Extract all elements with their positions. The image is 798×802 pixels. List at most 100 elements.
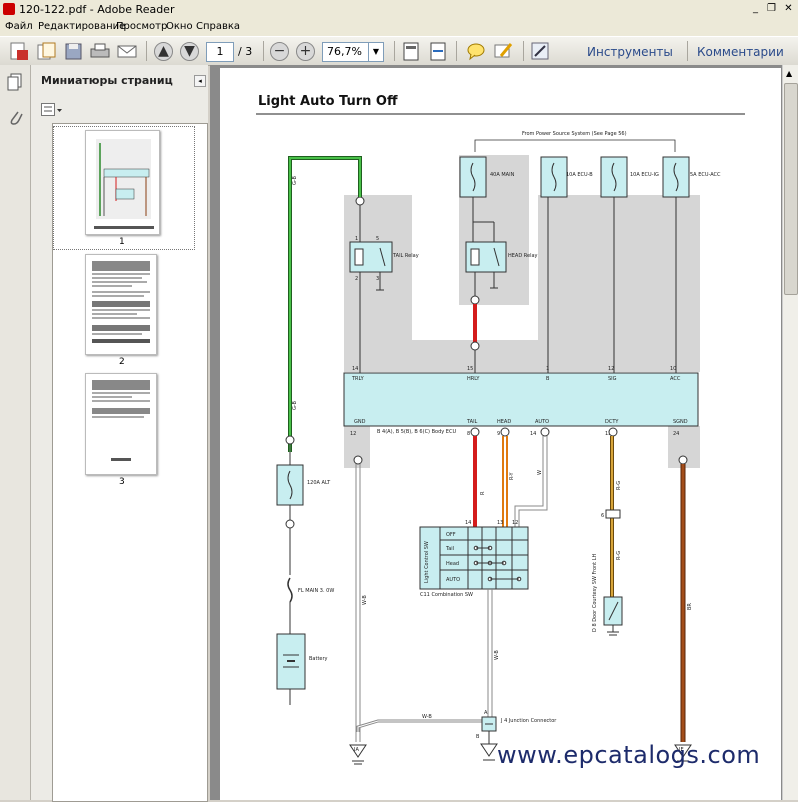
thumbnail-preview xyxy=(92,380,150,461)
thumbnail-page-3[interactable] xyxy=(85,373,157,475)
connector-pin xyxy=(470,427,480,437)
fuse-label: 5A ECU-ACC xyxy=(690,172,721,178)
page-number-input[interactable]: 1 xyxy=(206,42,234,62)
ecu-terminal: B xyxy=(546,376,550,382)
wire-label: G-B xyxy=(292,175,298,185)
thumbnail-page-1[interactable] xyxy=(85,130,160,235)
relay-block-shading xyxy=(344,195,700,372)
ground-symbol xyxy=(674,744,692,758)
menu-edit[interactable]: Редактирование xyxy=(38,21,126,32)
ecu-pin: 8 xyxy=(467,431,470,437)
wire-green xyxy=(289,157,361,452)
zoom-in-button[interactable]: + xyxy=(296,42,315,61)
close-button[interactable]: ✕ xyxy=(784,3,793,14)
minimize-button[interactable]: _ xyxy=(753,3,758,14)
switch-pins: 14 13 12 xyxy=(465,520,518,526)
menu-help[interactable]: Справка xyxy=(196,21,241,32)
page-total-label: / 3 xyxy=(238,45,253,58)
schematic-title: Light Auto Turn Off xyxy=(258,94,398,109)
thumbnail-options-icon[interactable] xyxy=(41,103,63,117)
thumbnail-selection xyxy=(53,126,195,250)
ecu-terminal: AUTO xyxy=(535,419,549,425)
tools-pane-button[interactable]: Инструменты xyxy=(587,45,673,59)
fuse-label: 10A ECU-IG xyxy=(630,172,659,178)
connector-pin xyxy=(285,519,295,529)
wire-label: W xyxy=(537,470,543,475)
wire-label: R-Y xyxy=(509,472,515,480)
ground-label: IE xyxy=(679,747,684,753)
ecu-pin: 15 xyxy=(467,366,473,372)
thumbnail-preview xyxy=(92,261,150,343)
toolbar-separator xyxy=(456,41,457,61)
wire-wb-junction xyxy=(357,720,482,732)
thumbnail-preview xyxy=(94,139,154,229)
adobe-reader-icon xyxy=(3,3,15,15)
battery-label: Battery xyxy=(309,656,328,662)
tail-relay: TAIL Relay 1 5 2 3 xyxy=(349,205,419,373)
pin-label: 1 xyxy=(355,236,358,242)
menu-view[interactable]: Просмотр xyxy=(116,21,168,32)
comment-bubble-icon[interactable] xyxy=(465,41,487,61)
ecu-pin: 12 xyxy=(350,431,356,437)
pin-label: 3 xyxy=(376,276,379,282)
ecu-pin: 14 xyxy=(530,431,536,437)
page-thumbnails-icon[interactable] xyxy=(7,73,25,91)
switch-row: Head xyxy=(446,561,459,567)
zoom-out-button[interactable]: − xyxy=(270,42,289,61)
switch-pin: 12 xyxy=(512,520,518,526)
create-pdf-icon[interactable] xyxy=(8,41,30,61)
ground-symbol xyxy=(349,744,367,758)
wire-auto xyxy=(514,436,544,527)
menu-window[interactable]: Окно xyxy=(166,21,193,32)
source-note: From Power Source System (See Page 56) xyxy=(522,131,627,137)
zoom-select[interactable]: 76,7% ▼ xyxy=(322,42,384,62)
fuse-symbol xyxy=(287,470,293,500)
connector-pin xyxy=(353,455,363,465)
ecu-top-terminals: TRLY HRLY B SIG ACC 14 15 1 12 10 xyxy=(351,366,681,382)
ecu-terminal: SGND xyxy=(673,419,688,425)
junction-pin: B xyxy=(476,734,480,740)
navigation-strip xyxy=(0,65,31,800)
save-icon[interactable] xyxy=(63,41,85,61)
switch-rows: OFF Tail Head AUTO xyxy=(445,532,460,583)
ecu-terminal: HEAD xyxy=(497,419,511,425)
ecu-bottom-terminals: GND TAIL HEAD AUTO DCTY SGND 12 8 9 14 1… xyxy=(350,419,688,437)
previous-page-button[interactable]: ▲ xyxy=(154,42,173,61)
scroll-up-icon[interactable]: ▲ xyxy=(786,69,793,78)
connector-pin xyxy=(470,341,480,351)
highlight-pen-icon[interactable] xyxy=(492,41,514,61)
fuse-label: 40A MAIN xyxy=(490,172,515,178)
expand-icon[interactable] xyxy=(530,41,550,61)
door-sw-label: D 8 Door Courtesy SW Front LH xyxy=(592,553,598,632)
comments-pane-button[interactable]: Комментарии xyxy=(697,45,784,59)
ecu-pin: 10 xyxy=(670,366,676,372)
wire-label: W-B xyxy=(494,650,500,660)
fit-page-icon[interactable] xyxy=(401,41,421,61)
ground-label: IA xyxy=(354,747,359,753)
wire-label: W-B xyxy=(422,714,432,720)
thumbnail-label: 2 xyxy=(119,357,125,367)
email-icon[interactable] xyxy=(116,41,138,61)
switch-blade xyxy=(608,601,619,621)
relay-label: HEAD Relay xyxy=(508,253,538,259)
connector-pin xyxy=(355,196,365,206)
fuse-label: FL MAIN 3. 0W xyxy=(298,588,334,594)
wire-wb-junction xyxy=(356,719,482,732)
inline-connector xyxy=(605,509,621,519)
ecu-terminal: SIG xyxy=(608,376,617,382)
maximize-button[interactable]: ❐ xyxy=(767,3,776,14)
ecu-terminal: HRLY xyxy=(467,376,480,382)
print-icon[interactable] xyxy=(89,41,111,61)
next-page-button[interactable]: ▼ xyxy=(180,42,199,61)
switch-row: OFF xyxy=(446,532,456,538)
combine-files-icon[interactable] xyxy=(36,41,58,61)
menu-file[interactable]: Файл xyxy=(5,21,33,32)
wire-label: BR xyxy=(687,603,693,610)
chevron-down-icon[interactable]: ▼ xyxy=(368,43,383,61)
wire-label: G-B xyxy=(292,400,298,410)
fit-width-icon[interactable] xyxy=(428,41,448,61)
attachment-paperclip-icon[interactable] xyxy=(8,109,24,127)
thumbnail-page-2[interactable] xyxy=(85,254,157,355)
collapse-panel-button[interactable]: ◂ xyxy=(194,75,206,87)
